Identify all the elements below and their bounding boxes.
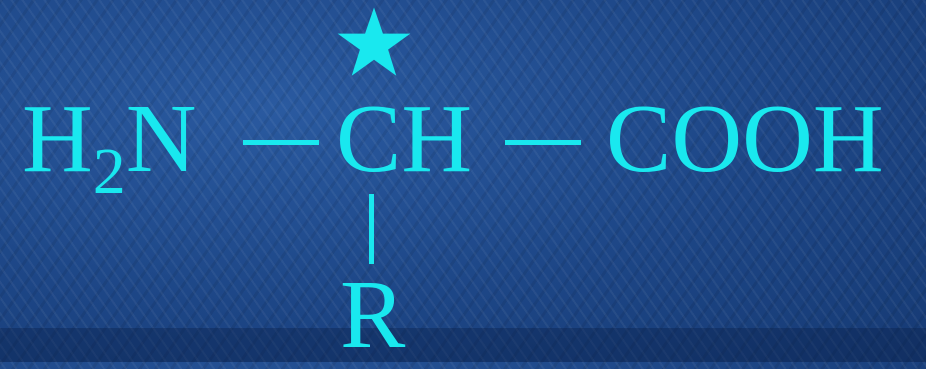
carboxyl-group: COOH	[606, 85, 884, 193]
side-chain: R	[340, 261, 406, 369]
bond-alpha-carbon-to-side-chain	[369, 194, 374, 264]
hydrogen-subscript: 2	[92, 135, 126, 208]
bond-amino-to-alpha-carbon	[243, 140, 319, 145]
nitrogen-symbol: N	[125, 85, 197, 193]
amino-group: H2N	[22, 90, 197, 205]
bond-alpha-carbon-to-carboxyl	[505, 140, 581, 145]
star-icon	[337, 7, 411, 76]
alpha-carbon: CH	[336, 85, 473, 193]
hydrogen-symbol: H	[22, 85, 93, 193]
lower-background-band	[0, 328, 926, 362]
